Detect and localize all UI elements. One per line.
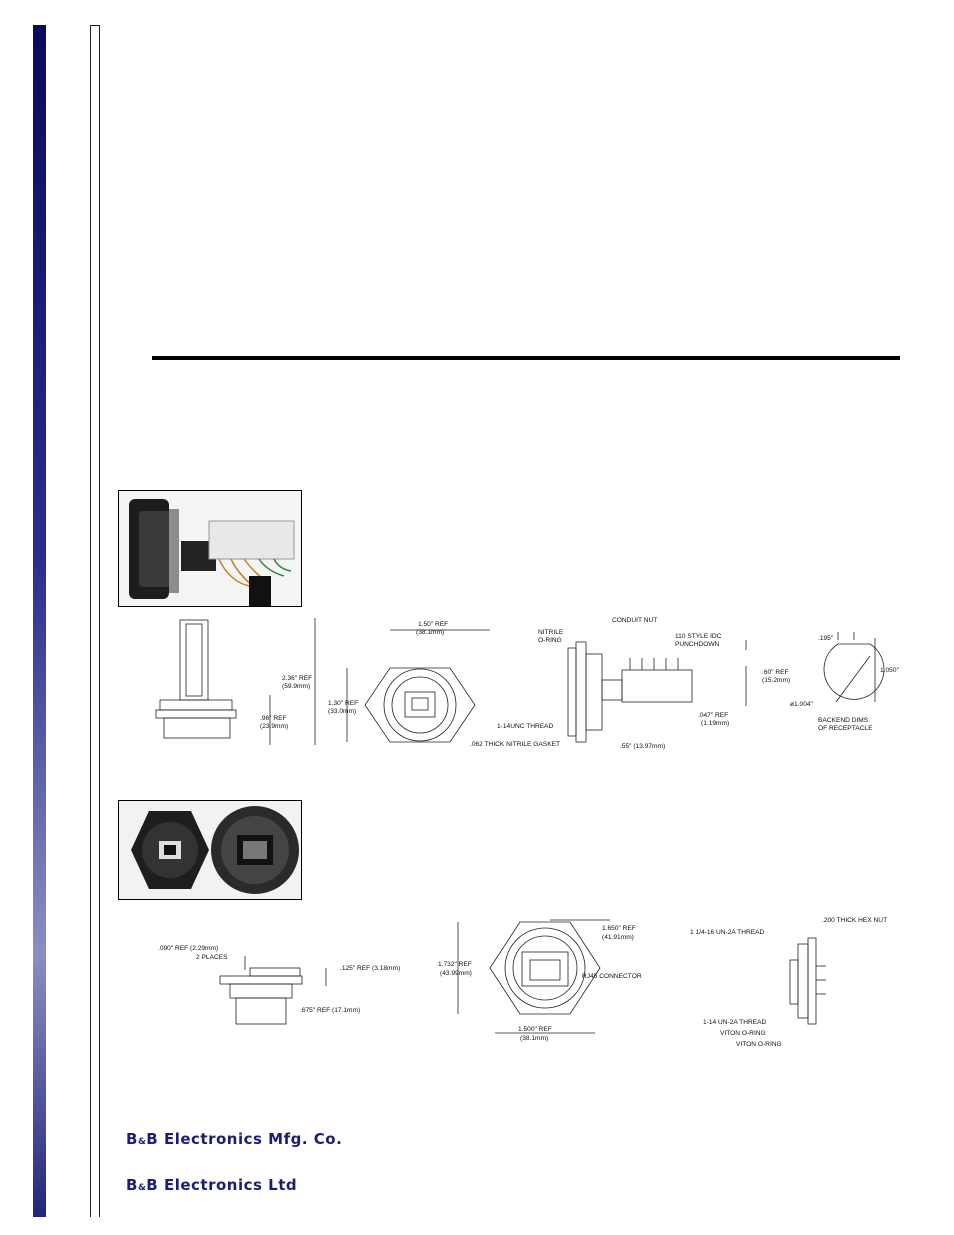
brand-mfg-b1: B <box>126 1130 138 1148</box>
front-view-drawing <box>346 629 490 743</box>
front2-ref1500-mm: (38.1mm) <box>520 1035 548 1042</box>
profile-ref60-mm: (15.2mm) <box>762 677 790 684</box>
profile-thread: 1-14UNC THREAD <box>497 723 554 730</box>
front-width-mm: (38.1mm) <box>416 629 444 636</box>
front2-ref1732: 1.732" REF <box>438 961 472 968</box>
rj45-hex-receptacle-icon <box>119 801 301 899</box>
side-view-drawing <box>155 618 316 745</box>
front-width-ref: 1.50" REF <box>418 621 448 628</box>
brand-ltd-name: B Electronics Ltd <box>146 1176 298 1194</box>
profile2-oring-2: VITON O-RING <box>736 1041 782 1048</box>
side2-ref675: .675" REF (17.1mm) <box>300 1007 360 1014</box>
section2-drawings: .090" REF (2.29mm) 2 PLACES .125" REF (3… <box>158 917 887 1048</box>
profile-idc-2: PUNCHDOWN <box>675 641 720 648</box>
profile2-oring-1: VITON O-RING <box>720 1030 766 1037</box>
profile2-thread-bottom: 1-14 UN-2A THREAD <box>703 1019 767 1026</box>
page-frame-line <box>90 25 100 1217</box>
front2-ref1650-mm: (41.91mm) <box>602 934 634 941</box>
brand-ltd-amp: & <box>137 1183 147 1193</box>
punchdown-receptacle-photo <box>118 490 302 607</box>
profile-nitrile-oring: NITRILE <box>538 629 564 636</box>
section1-drawings: 2.36" REF (59.9mm) .96" REF (23.9mm) 1.5… <box>155 617 900 750</box>
backend-caption-1: BACKEND DIMS. <box>818 717 870 724</box>
side-view-2-drawing <box>219 956 327 1025</box>
profile-ref60: .60" REF <box>762 669 789 676</box>
side-flange-mm: (23.9mm) <box>260 723 288 730</box>
front2-ref1500: 1.500" REF <box>518 1026 552 1033</box>
sidebar-accent-bar <box>33 25 46 1217</box>
backend-diameter: ø1.004" <box>790 701 814 708</box>
profile-ref047: .047" REF <box>698 712 728 719</box>
front-height-mm: (33.0mm) <box>328 708 356 715</box>
front-height-ref: 1.30" REF <box>328 700 358 707</box>
brand-mfg-name: B Electronics Mfg. Co. <box>146 1130 343 1148</box>
hex-receptacle-photo <box>118 800 302 900</box>
front-view-2-drawing <box>457 919 610 1034</box>
profile-nitrile-oring-2: O-RING <box>538 637 562 644</box>
profile-view-drawing <box>567 640 747 743</box>
side-flange-ref: .96" REF <box>260 715 287 722</box>
profile-ref047-mm: (1.19mm) <box>701 720 729 727</box>
front2-connector: RJ45 CONNECTOR <box>582 973 642 980</box>
side2-ref090: .090" REF (2.29mm) <box>158 945 218 952</box>
section-divider <box>152 356 900 360</box>
profile-conduit-nut: CONDUIT NUT <box>612 617 657 624</box>
brand-ltd-b1: B <box>126 1176 138 1194</box>
profile-gasket: .062 THICK NITRILE GASKET <box>470 741 560 748</box>
front2-ref1650: 1.650" REF <box>602 925 636 932</box>
brand-ltd: B&B Electronics Ltd <box>126 1176 297 1194</box>
rj45-punchdown-receptacle-icon <box>119 491 301 606</box>
backend-view-drawing <box>823 632 885 703</box>
profile-depth: .55" (13.97mm) <box>620 743 665 750</box>
brand-mfg-amp: & <box>137 1137 147 1147</box>
side-height-ref: 2.36" REF <box>282 675 312 682</box>
side2-ref125: .125" REF (3.18mm) <box>340 965 400 972</box>
brand-mfg: B&B Electronics Mfg. Co. <box>126 1130 342 1148</box>
front2-ref1732-mm: (43.99mm) <box>440 970 472 977</box>
side2-places: 2 PLACES <box>196 954 228 961</box>
profile-idc-1: 110 STYLE IDC <box>675 633 722 640</box>
backend-height: 1.050" <box>880 667 900 674</box>
profile-view-2-drawing <box>789 937 826 1025</box>
profile2-hex-nut: .200 THICK HEX NUT <box>822 917 887 924</box>
profile2-thread-top: 1 1/4-16 UN-2A THREAD <box>690 929 765 936</box>
backend-flat: .195" <box>818 635 834 642</box>
side-height-mm: (59.9mm) <box>282 683 310 690</box>
backend-caption-2: OF RECEPTACLE <box>818 725 873 732</box>
